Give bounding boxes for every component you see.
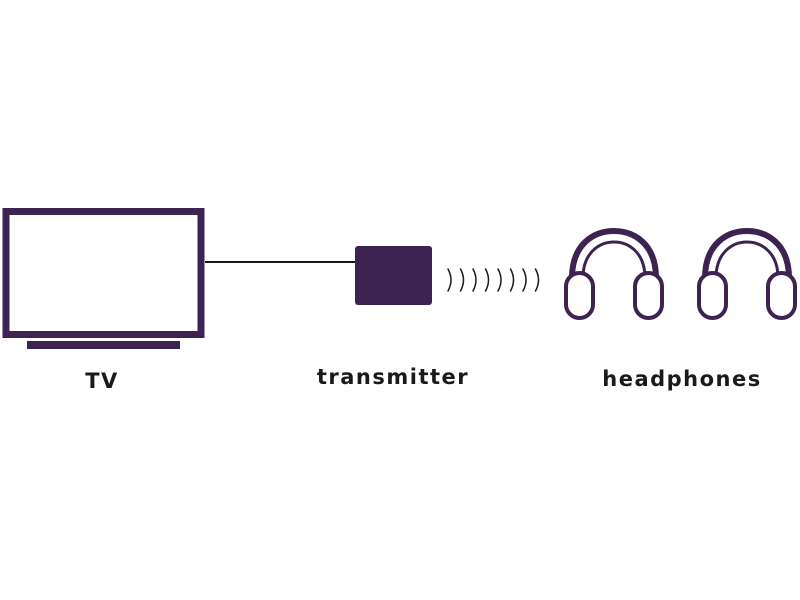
signal-wave (534, 268, 540, 292)
signal-wave (522, 268, 527, 292)
tv-label: TV (85, 369, 119, 393)
headband-outer (702, 227, 792, 281)
signal-wave (459, 268, 465, 292)
tv-screen (2, 208, 205, 338)
signal-wave (484, 268, 490, 292)
signal-waves-icon (447, 268, 540, 292)
signal-wave (509, 268, 515, 292)
signal-wave (472, 268, 477, 292)
tv-icon (2, 208, 205, 349)
headband-outer (569, 227, 659, 281)
headband-inner (714, 240, 780, 280)
ear-cup-left (564, 271, 595, 320)
signal-wave (447, 268, 452, 292)
transmitter-box-icon (355, 246, 432, 305)
ear-cup-right (766, 271, 797, 320)
headphones-icon (564, 227, 664, 320)
headband-inner (581, 240, 647, 280)
signal-wave (497, 268, 502, 292)
headphones-label: headphones (602, 367, 762, 391)
headphones-icon (697, 227, 797, 320)
ear-cup-right (633, 271, 664, 320)
ear-cup-left (697, 271, 728, 320)
transmitter-label: transmitter (316, 365, 470, 389)
tv-stand (27, 341, 180, 349)
